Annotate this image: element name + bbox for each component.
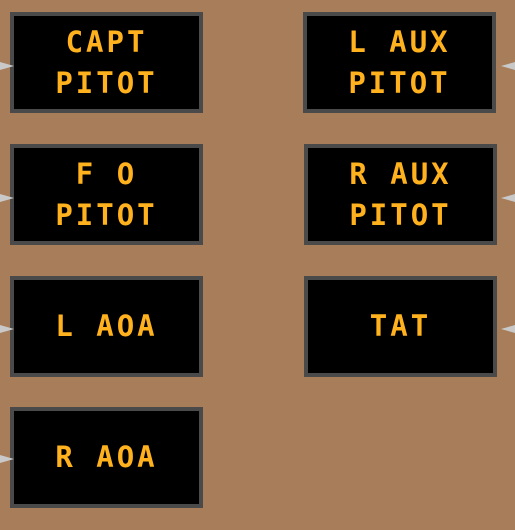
annunciator-label-line1: F O	[75, 156, 138, 191]
annunciator-label-line1: L AOA	[55, 309, 158, 343]
annunciator-label-line1: TAT	[369, 309, 432, 343]
pointer-arrow-icon	[501, 325, 515, 333]
annunciator-label-line2: PITOT	[348, 65, 451, 100]
pointer-arrow-icon	[0, 62, 14, 70]
pointer-arrow-icon	[0, 325, 14, 333]
l-aux-pitot-annunciator[interactable]: L AUX PITOT	[303, 12, 496, 113]
pointer-arrow-icon	[501, 194, 515, 202]
pointer-arrow-icon	[0, 194, 14, 202]
tat-annunciator[interactable]: TAT	[304, 276, 497, 377]
pointer-arrow-icon	[501, 62, 515, 70]
l-aoa-annunciator[interactable]: L AOA	[10, 276, 203, 377]
annunciator-label-line1: R AUX	[349, 156, 452, 191]
annunciator-label-line1: CAPT	[65, 24, 148, 59]
annunciator-label-line1: L AUX	[348, 24, 451, 59]
pointer-arrow-icon	[0, 455, 14, 463]
annunciator-label-line1: R AOA	[55, 440, 158, 474]
annunciator-label-line2: PITOT	[55, 65, 158, 100]
r-aoa-annunciator[interactable]: R AOA	[10, 407, 203, 508]
annunciator-label-line2: PITOT	[55, 197, 158, 232]
fo-pitot-annunciator[interactable]: F O PITOT	[10, 144, 203, 245]
annunciator-label-line2: PITOT	[349, 197, 452, 232]
capt-pitot-annunciator[interactable]: CAPT PITOT	[10, 12, 203, 113]
r-aux-pitot-annunciator[interactable]: R AUX PITOT	[304, 144, 497, 245]
